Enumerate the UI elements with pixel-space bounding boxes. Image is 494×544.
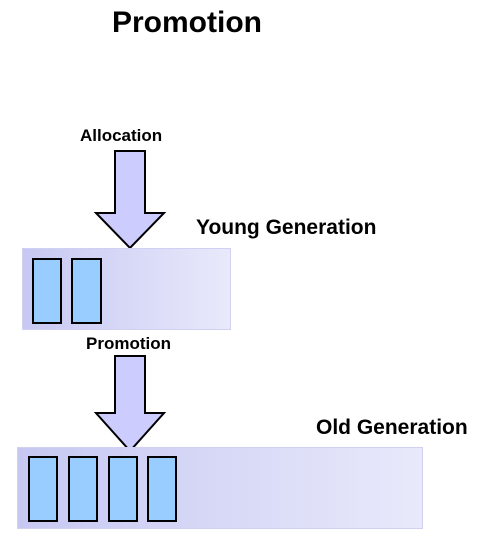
old-object [28,456,58,522]
old-object [68,456,98,522]
young-object [32,258,62,324]
young-generation-label: Young Generation [196,216,377,239]
allocation-label: Allocation [80,126,163,145]
allocation-arrow [93,150,167,250]
promotion-label: Promotion [86,334,171,353]
old-generation-label: Old Generation [316,416,468,439]
young-object [71,258,102,324]
promotion-arrow [93,355,167,453]
old-generation-box [17,447,423,529]
diagram-title: Promotion [112,6,262,39]
young-generation-box [22,248,231,330]
old-object [108,456,138,522]
old-object [147,456,177,522]
